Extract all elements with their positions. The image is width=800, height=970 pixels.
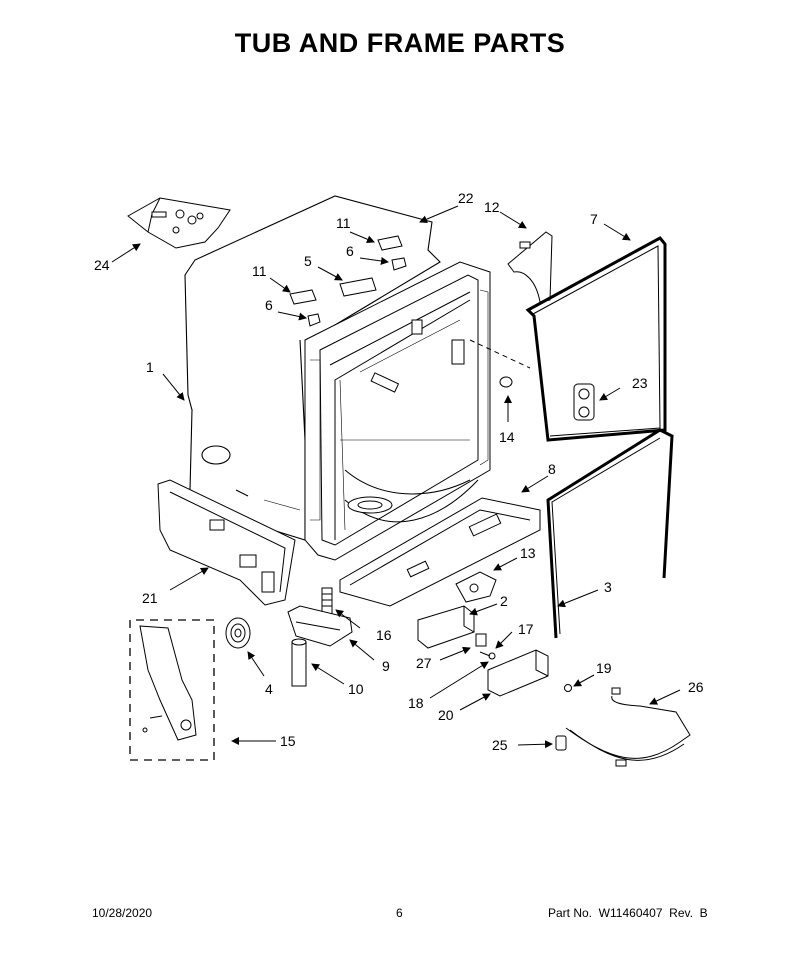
callout-labels: 24 1 22 11 6 5 11 6 12 7 23 14 8 3 13 2 … [94, 190, 704, 753]
callout-10: 10 [348, 681, 364, 697]
callout-6b: 6 [265, 297, 273, 313]
callout-23: 23 [632, 375, 648, 391]
part-12-corner-bracket [507, 231, 553, 303]
callout-12: 12 [484, 199, 500, 215]
footer-part-number: Part No. W11460407 Rev. B [548, 906, 708, 920]
part-20-heater-box [487, 649, 549, 697]
part-24-parts-bag [127, 197, 231, 249]
part-17-screw [479, 651, 496, 660]
callout-11b: 11 [252, 263, 267, 279]
callout-24: 24 [94, 257, 110, 273]
callout-15: 15 [280, 733, 296, 749]
callout-16: 16 [376, 627, 392, 643]
callout-8: 8 [548, 461, 556, 477]
footer-page-number: 6 [396, 906, 403, 920]
callout-18: 18 [408, 695, 424, 711]
part-14-plug [469, 339, 531, 388]
part-3-bottom-seal [546, 428, 674, 639]
callout-26: 26 [688, 679, 704, 695]
part-15-bracket-assembly [129, 619, 215, 761]
part-2-module [417, 605, 487, 649]
callout-2: 2 [500, 593, 508, 609]
callout-7: 7 [590, 211, 598, 227]
footer-date: 10/28/2020 [92, 906, 153, 920]
part-8-front-rail [339, 497, 541, 607]
tub-assembly [304, 261, 491, 561]
page-title: TUB AND FRAME PARTS [234, 28, 566, 58]
callout-5: 5 [304, 253, 312, 269]
callout-4: 4 [265, 681, 273, 697]
part-23-roller [573, 383, 595, 421]
callout-1: 1 [146, 359, 154, 375]
part-13-valve [455, 571, 497, 603]
callout-17: 17 [518, 621, 534, 637]
part-25-connector [555, 735, 567, 751]
part-10-tube [291, 638, 307, 687]
part-16-spring [321, 587, 333, 615]
hinge-hardware [289, 235, 407, 327]
callout-3: 3 [604, 579, 612, 595]
callout-11a: 11 [336, 215, 351, 231]
part-4-pump [225, 617, 251, 649]
callout-25: 25 [492, 737, 508, 753]
callout-19: 19 [596, 660, 612, 676]
callout-27: 27 [416, 655, 432, 671]
callout-20: 20 [438, 707, 454, 723]
callout-22: 22 [458, 190, 474, 206]
callout-9: 9 [382, 658, 390, 674]
part-7-door-gasket [525, 236, 667, 442]
part-19-screw [564, 684, 572, 692]
callout-14: 14 [499, 429, 515, 445]
part-21-base [157, 479, 296, 606]
leader-lines [111, 205, 681, 749]
part-26-wire-harness [565, 687, 691, 767]
part-1-outer-wrap [184, 195, 441, 541]
callout-6a: 6 [346, 243, 354, 259]
callout-21: 21 [142, 590, 158, 606]
callout-13: 13 [520, 545, 536, 561]
